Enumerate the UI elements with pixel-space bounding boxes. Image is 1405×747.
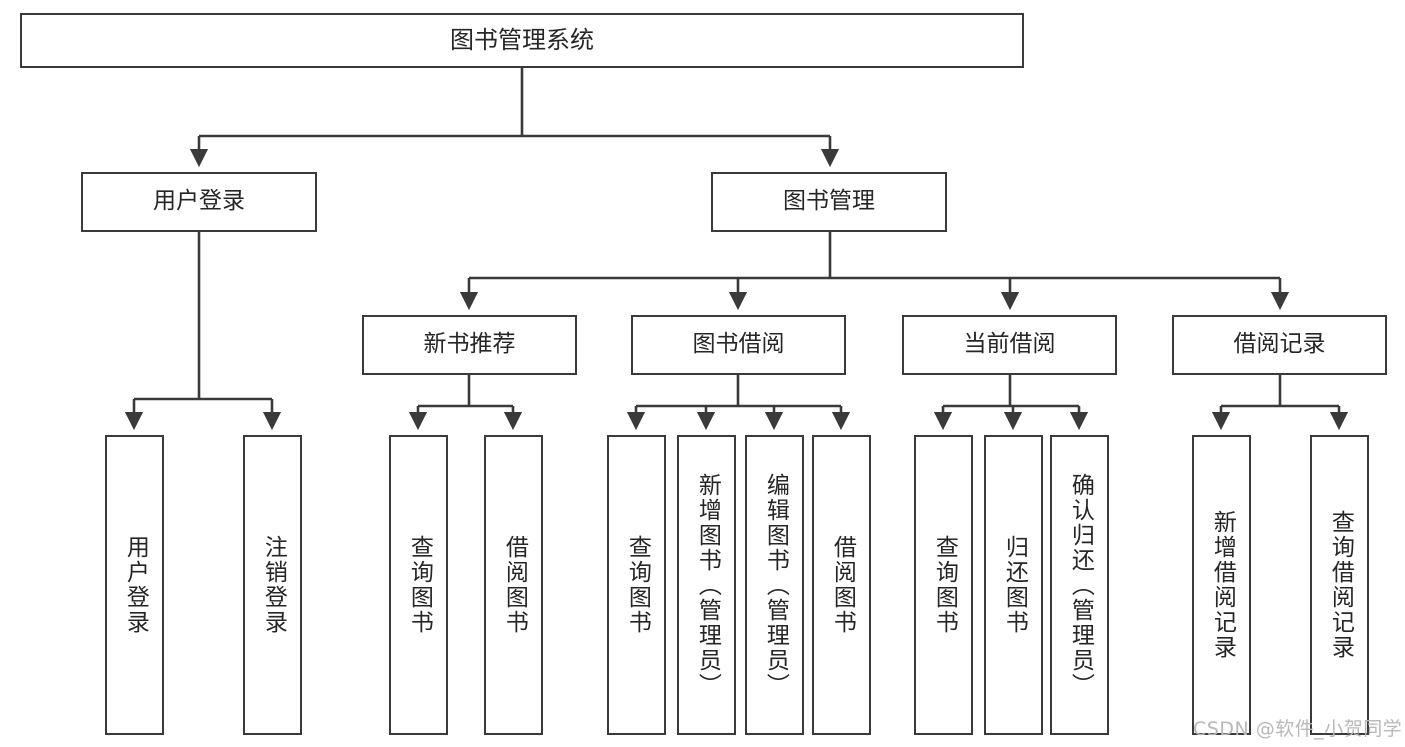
node-label: 借阅图书 bbox=[829, 535, 856, 635]
node-label: 用户登录 bbox=[153, 188, 245, 215]
node-label: 注销登录 bbox=[260, 535, 287, 635]
node-label: 编辑图书（管理员） bbox=[762, 472, 789, 698]
leaf-query-book-current[interactable]: 查询图书 bbox=[914, 435, 973, 735]
leaf-return-book[interactable]: 归还图书 bbox=[984, 435, 1043, 735]
node-label: 借阅记录 bbox=[1233, 331, 1326, 358]
node-label: 图书管理 bbox=[783, 188, 875, 215]
leaf-query-book-recommend[interactable]: 查询图书 bbox=[389, 435, 448, 735]
node-label: 新书推荐 bbox=[423, 331, 516, 358]
leaf-edit-book-admin[interactable]: 编辑图书（管理员） bbox=[745, 435, 804, 735]
node-current-borrowing[interactable]: 当前借阅 bbox=[902, 315, 1117, 375]
node-label: 查询图书 bbox=[931, 535, 958, 635]
leaf-user-login[interactable]: 用户登录 bbox=[105, 435, 164, 735]
node-user-login[interactable]: 用户登录 bbox=[81, 172, 317, 232]
node-label: 查询借阅记录 bbox=[1327, 510, 1354, 660]
csdn-watermark: CSDN @软件_小贺同学 bbox=[1193, 718, 1403, 740]
node-label: 查询图书 bbox=[406, 535, 433, 635]
leaf-add-borrow-record[interactable]: 新增借阅记录 bbox=[1192, 435, 1251, 735]
node-new-book-recommendation[interactable]: 新书推荐 bbox=[362, 315, 577, 375]
leaf-add-book-admin[interactable]: 新增图书（管理员） bbox=[677, 435, 736, 735]
node-label: 新增借阅记录 bbox=[1209, 510, 1236, 660]
node-label: 图书管理系统 bbox=[450, 26, 594, 55]
node-book-borrowing[interactable]: 图书借阅 bbox=[631, 315, 846, 375]
node-label: 用户登录 bbox=[122, 535, 149, 635]
node-label: 借阅图书 bbox=[501, 535, 528, 635]
node-label: 归还图书 bbox=[1001, 535, 1028, 635]
node-root-book-management-system[interactable]: 图书管理系统 bbox=[20, 13, 1024, 68]
leaf-query-borrow-record[interactable]: 查询借阅记录 bbox=[1310, 435, 1369, 735]
leaf-borrow-book-recommend[interactable]: 借阅图书 bbox=[484, 435, 543, 735]
node-label: 查询图书 bbox=[624, 535, 651, 635]
node-borrow-record[interactable]: 借阅记录 bbox=[1172, 315, 1387, 375]
leaf-query-book-borrow[interactable]: 查询图书 bbox=[607, 435, 666, 735]
node-label: 图书借阅 bbox=[692, 331, 785, 358]
node-book-management[interactable]: 图书管理 bbox=[711, 172, 947, 232]
node-label: 新增图书（管理员） bbox=[694, 472, 721, 698]
node-label: 确认归还（管理员） bbox=[1067, 472, 1094, 698]
leaf-borrow-book[interactable]: 借阅图书 bbox=[812, 435, 871, 735]
leaf-confirm-return-admin[interactable]: 确认归还（管理员） bbox=[1050, 435, 1109, 735]
leaf-logout[interactable]: 注销登录 bbox=[243, 435, 302, 735]
node-label: 当前借阅 bbox=[963, 331, 1056, 358]
